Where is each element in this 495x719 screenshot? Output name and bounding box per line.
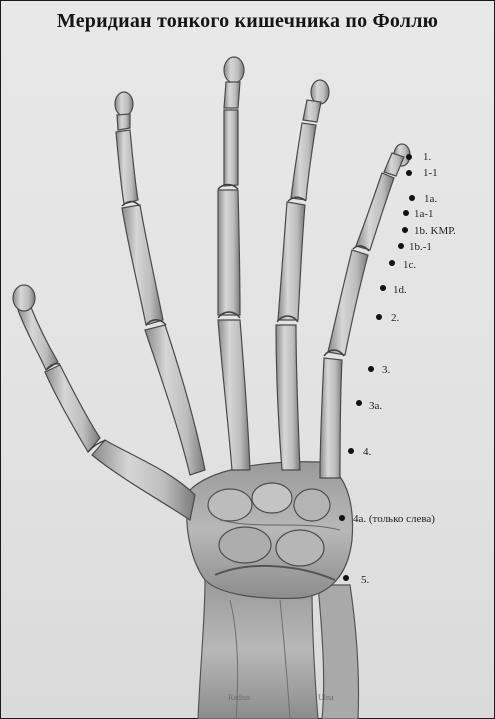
point-label: 3a.	[369, 401, 382, 412]
point-label: 1a.	[424, 194, 437, 205]
point-label: 1d.	[393, 285, 407, 296]
little-finger-bones	[320, 144, 410, 478]
point-label: 1a-1	[414, 209, 434, 220]
point-dot	[348, 448, 354, 454]
point-label: 1.	[423, 152, 431, 163]
point-dot	[339, 515, 345, 521]
point-label: 1c.	[403, 260, 416, 271]
point-dot	[389, 260, 395, 266]
point-dot	[376, 314, 382, 320]
point-label: 1-1	[423, 168, 438, 179]
point-label: 1b. KMP.	[414, 226, 456, 237]
point-label: 2.	[391, 313, 399, 324]
thumb-bones	[13, 285, 195, 520]
point-dot	[398, 243, 404, 249]
point-dot	[356, 400, 362, 406]
radius-bone	[198, 580, 318, 719]
point-label: 3.	[382, 365, 390, 376]
point-dot	[403, 210, 409, 216]
point-dot	[343, 575, 349, 581]
point-dot	[368, 366, 374, 372]
index-finger-bones	[115, 92, 205, 475]
point-label: 4.	[363, 447, 371, 458]
ulna-label: Ulna	[318, 693, 334, 702]
point-dot	[406, 154, 412, 160]
point-label: 4a. (только слева)	[353, 514, 435, 525]
forearm	[198, 580, 359, 719]
point-label: 5.	[361, 575, 369, 586]
page-title: Меридиан тонкого кишечника по Фоллю	[0, 10, 495, 33]
middle-finger-bones	[218, 57, 250, 470]
carpal-bones	[187, 462, 353, 599]
point-label: 1b.-1	[409, 242, 432, 253]
point-dot	[409, 195, 415, 201]
point-dot	[380, 285, 386, 291]
point-dot	[406, 170, 412, 176]
joint-details	[46, 185, 369, 453]
radius-label: Radius	[228, 693, 250, 702]
point-dot	[402, 227, 408, 233]
